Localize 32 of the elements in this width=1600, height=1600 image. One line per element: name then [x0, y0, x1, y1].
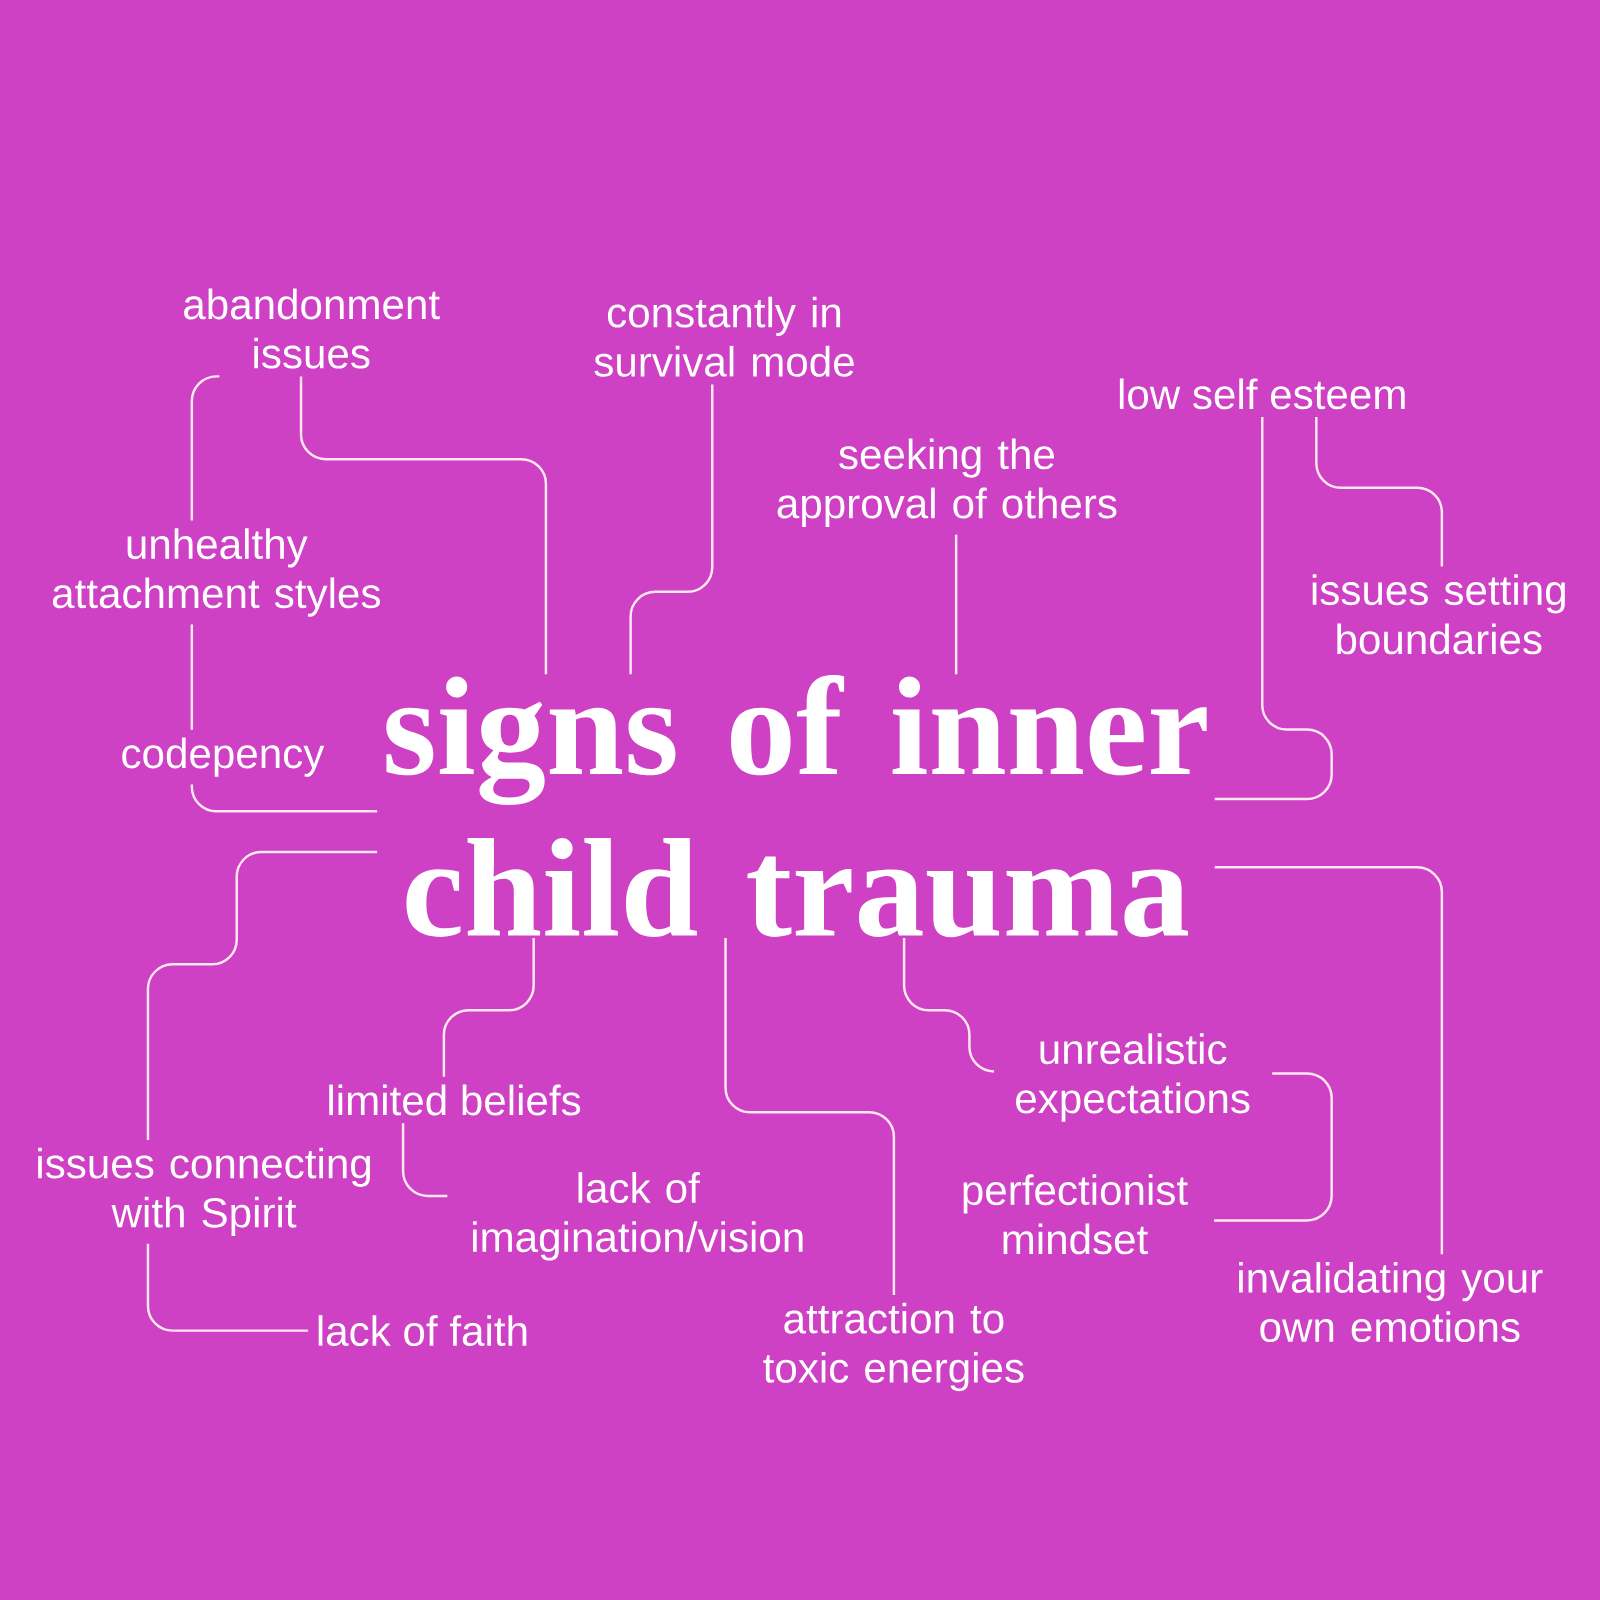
sign-text: abandonment issues — [184, 288, 440, 369]
sign-text: invalidating your own emotions — [1239, 1262, 1543, 1343]
sign-text: perfectionist mindset — [963, 1174, 1188, 1255]
central-heading: signs of inner child trauma — [386, 675, 1207, 938]
connector-line — [629, 384, 714, 675]
connector-line — [442, 937, 535, 1077]
sign-text: issues connecting with Spirit — [38, 1147, 371, 1237]
sign-text: lack of imagination/vision — [473, 1172, 803, 1261]
connector-line — [902, 937, 996, 1073]
sign-text: issues setting boundaries — [1312, 574, 1565, 655]
connector-line — [1214, 417, 1333, 801]
connector-line — [146, 1243, 309, 1332]
sign-text: constantly in survival mode — [594, 296, 854, 377]
connector-line — [401, 1123, 448, 1198]
connector-line — [1315, 417, 1444, 567]
connector-line — [1214, 1072, 1333, 1222]
connector-line — [1214, 866, 1444, 1255]
connector-line — [190, 375, 220, 521]
sign-text: limited beliefs — [329, 1084, 581, 1116]
sign-text: unhealthy attachment styles — [52, 528, 380, 617]
connector-line — [299, 376, 548, 675]
connector-line — [190, 784, 378, 813]
sign-text: codepency — [122, 737, 325, 777]
sign-text: unrealistic expectations — [1016, 1033, 1250, 1122]
sign-text: lack of faith — [318, 1315, 527, 1347]
connector-line — [146, 850, 378, 1140]
sign-text: low self esteem — [1119, 378, 1405, 410]
connector-line — [724, 937, 896, 1295]
connector-line — [190, 624, 194, 730]
connector-line — [954, 534, 958, 675]
sign-text: attraction to toxic energies — [763, 1302, 1024, 1392]
sign-text: seeking the approval of others — [777, 438, 1117, 527]
